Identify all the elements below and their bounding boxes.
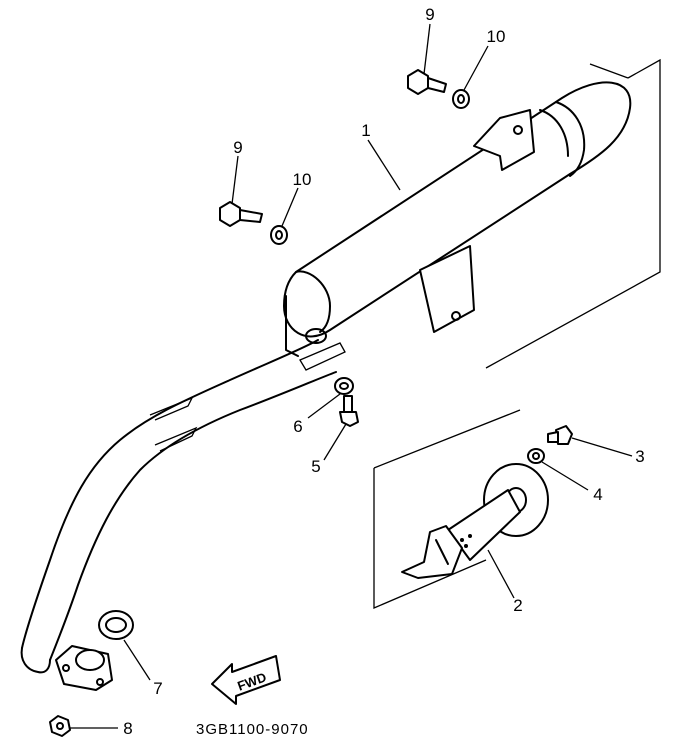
washer-10-top	[452, 89, 470, 109]
callout-3: 3	[635, 447, 644, 466]
bolt-3	[547, 425, 573, 445]
fwd-arrow-icon: FWD	[211, 655, 281, 705]
bolt-9-left	[219, 201, 263, 227]
muffler-rear-bracket	[473, 109, 535, 171]
callout-10-left: 10	[293, 170, 312, 189]
diagram-code: 3GB1100-9070	[196, 721, 309, 738]
callout-8: 8	[123, 719, 132, 738]
callout-2: 2	[513, 596, 522, 615]
callout-10-top: 10	[487, 27, 506, 46]
callout-1: 1	[361, 121, 370, 140]
spark-arrester	[401, 463, 549, 579]
gasket-7	[98, 610, 134, 640]
washer-6	[334, 377, 354, 395]
nut-8	[49, 715, 71, 737]
bolt-9-top	[407, 69, 447, 95]
leader-lines	[70, 23, 633, 729]
washer-4	[527, 448, 545, 464]
bolt-5	[339, 395, 359, 427]
callout-6: 6	[293, 417, 302, 436]
group-frame-line	[485, 58, 661, 369]
washer-10-left	[270, 225, 288, 245]
muffler-body	[283, 81, 632, 357]
muffler-mid-bracket	[419, 245, 475, 333]
callout-9-left: 9	[233, 138, 242, 157]
exhaust-pipe	[20, 339, 346, 674]
callout-9-top: 9	[425, 5, 434, 24]
exhaust-flange	[55, 645, 113, 691]
callout-7: 7	[153, 679, 162, 698]
callout-5: 5	[311, 457, 320, 476]
callout-4: 4	[593, 485, 602, 504]
spark-arrester-frame-line	[373, 409, 521, 609]
